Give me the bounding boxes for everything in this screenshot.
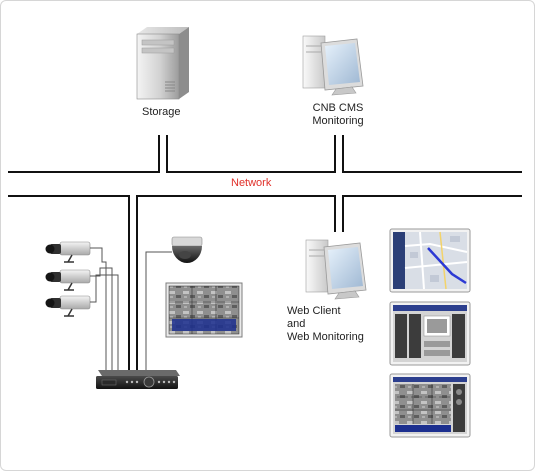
box-camera-icon (45, 241, 91, 263)
multiview-screenshot (389, 373, 471, 438)
box-camera-icon (45, 295, 91, 317)
web-client-pc-icon (305, 239, 367, 300)
network-line-upper-middle (166, 135, 336, 173)
web-label-line-3: Web Monitoring (287, 331, 364, 343)
box-camera-icon (45, 269, 91, 291)
network-line-lower-left (8, 195, 130, 370)
cctv-multiview-screen (165, 282, 243, 338)
cms-label-line-1: CNB CMS (312, 102, 364, 114)
network-line-lower-right (342, 195, 522, 232)
camera-connector-lines (90, 247, 172, 370)
web-label-line-2: and (287, 318, 306, 330)
network-lines (8, 135, 522, 370)
dvr-recorder-icon (96, 370, 180, 389)
network-line-upper-right (342, 135, 522, 173)
web-label-line-1: Web Client (287, 305, 341, 317)
map-monitoring-screenshot (389, 228, 471, 293)
network-line-lower-middle (136, 195, 336, 370)
dome-camera-icon (171, 236, 203, 263)
cms-pc-icon (302, 35, 364, 96)
network-label: Network (231, 177, 272, 189)
web-client-label: Web Client and Web Monitoring (287, 305, 364, 344)
cms-label-line-2: Monitoring (312, 115, 364, 127)
network-line-upper-left (8, 135, 160, 173)
storage-label: Storage (142, 106, 181, 118)
control-panel-screenshot (389, 301, 471, 366)
storage-server-icon (136, 27, 189, 100)
cms-monitoring-label: CNB CMS Monitoring (298, 102, 378, 128)
